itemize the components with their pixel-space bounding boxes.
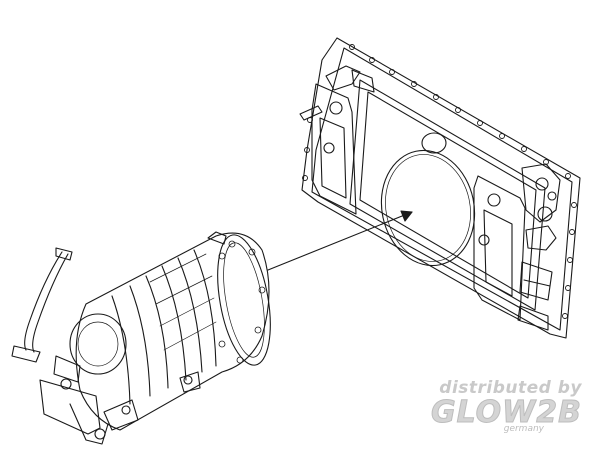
- transmission-unit: [11, 231, 271, 445]
- watermark-top-line: distributed by: [439, 378, 582, 398]
- assembly-arrow: [267, 210, 413, 271]
- watermark-logo: GLOW2B: [430, 395, 582, 430]
- watermark-sub-line: germany: [503, 424, 544, 434]
- engine-frame-plate: [299, 37, 581, 339]
- distributor-watermark: distributed by GLOW2B germany: [382, 378, 582, 448]
